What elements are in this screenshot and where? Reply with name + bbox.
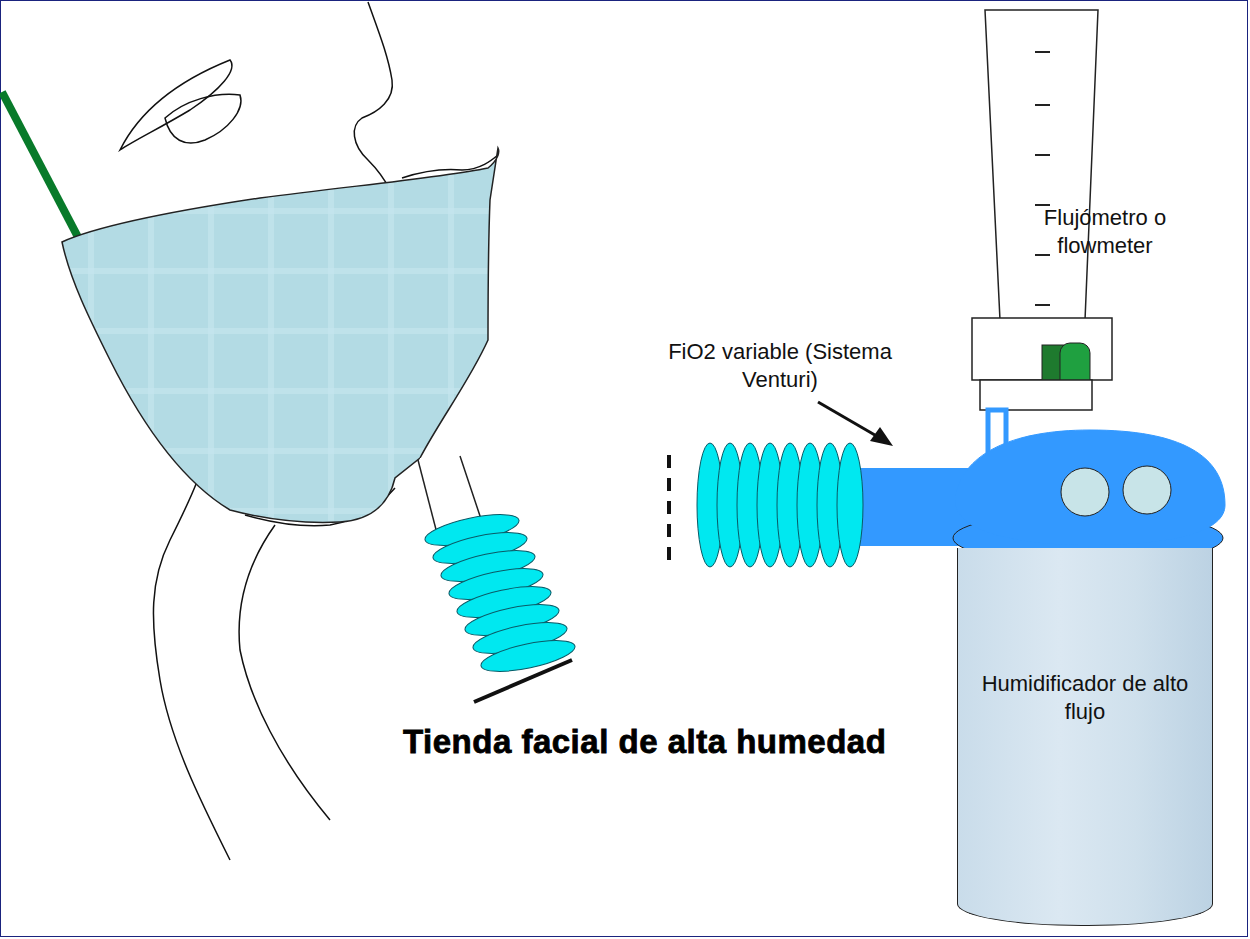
- part-label: Flujómetro o flowmeter: [1030, 204, 1180, 260]
- corrugated-tube: [697, 443, 863, 567]
- tube-end: [474, 660, 572, 702]
- diagram-title: Tienda facial de alta humedad: [403, 723, 886, 761]
- humidifier-lid: [953, 430, 1225, 564]
- face-tent-mask: [62, 148, 499, 522]
- tube-ring: [837, 443, 863, 567]
- humidifier-jar: Humidificador de alto flujo: [957, 548, 1213, 926]
- part-label: FiO2 variable (Sistema Venturi): [660, 338, 900, 394]
- tube-ring: [479, 634, 578, 677]
- pointer-arrow: [818, 402, 893, 446]
- corrugated-tube: [423, 508, 578, 677]
- tube-break: [667, 455, 671, 560]
- oxygen-line: [2, 92, 90, 260]
- node-label: Humidificador de alto flujo: [972, 670, 1198, 726]
